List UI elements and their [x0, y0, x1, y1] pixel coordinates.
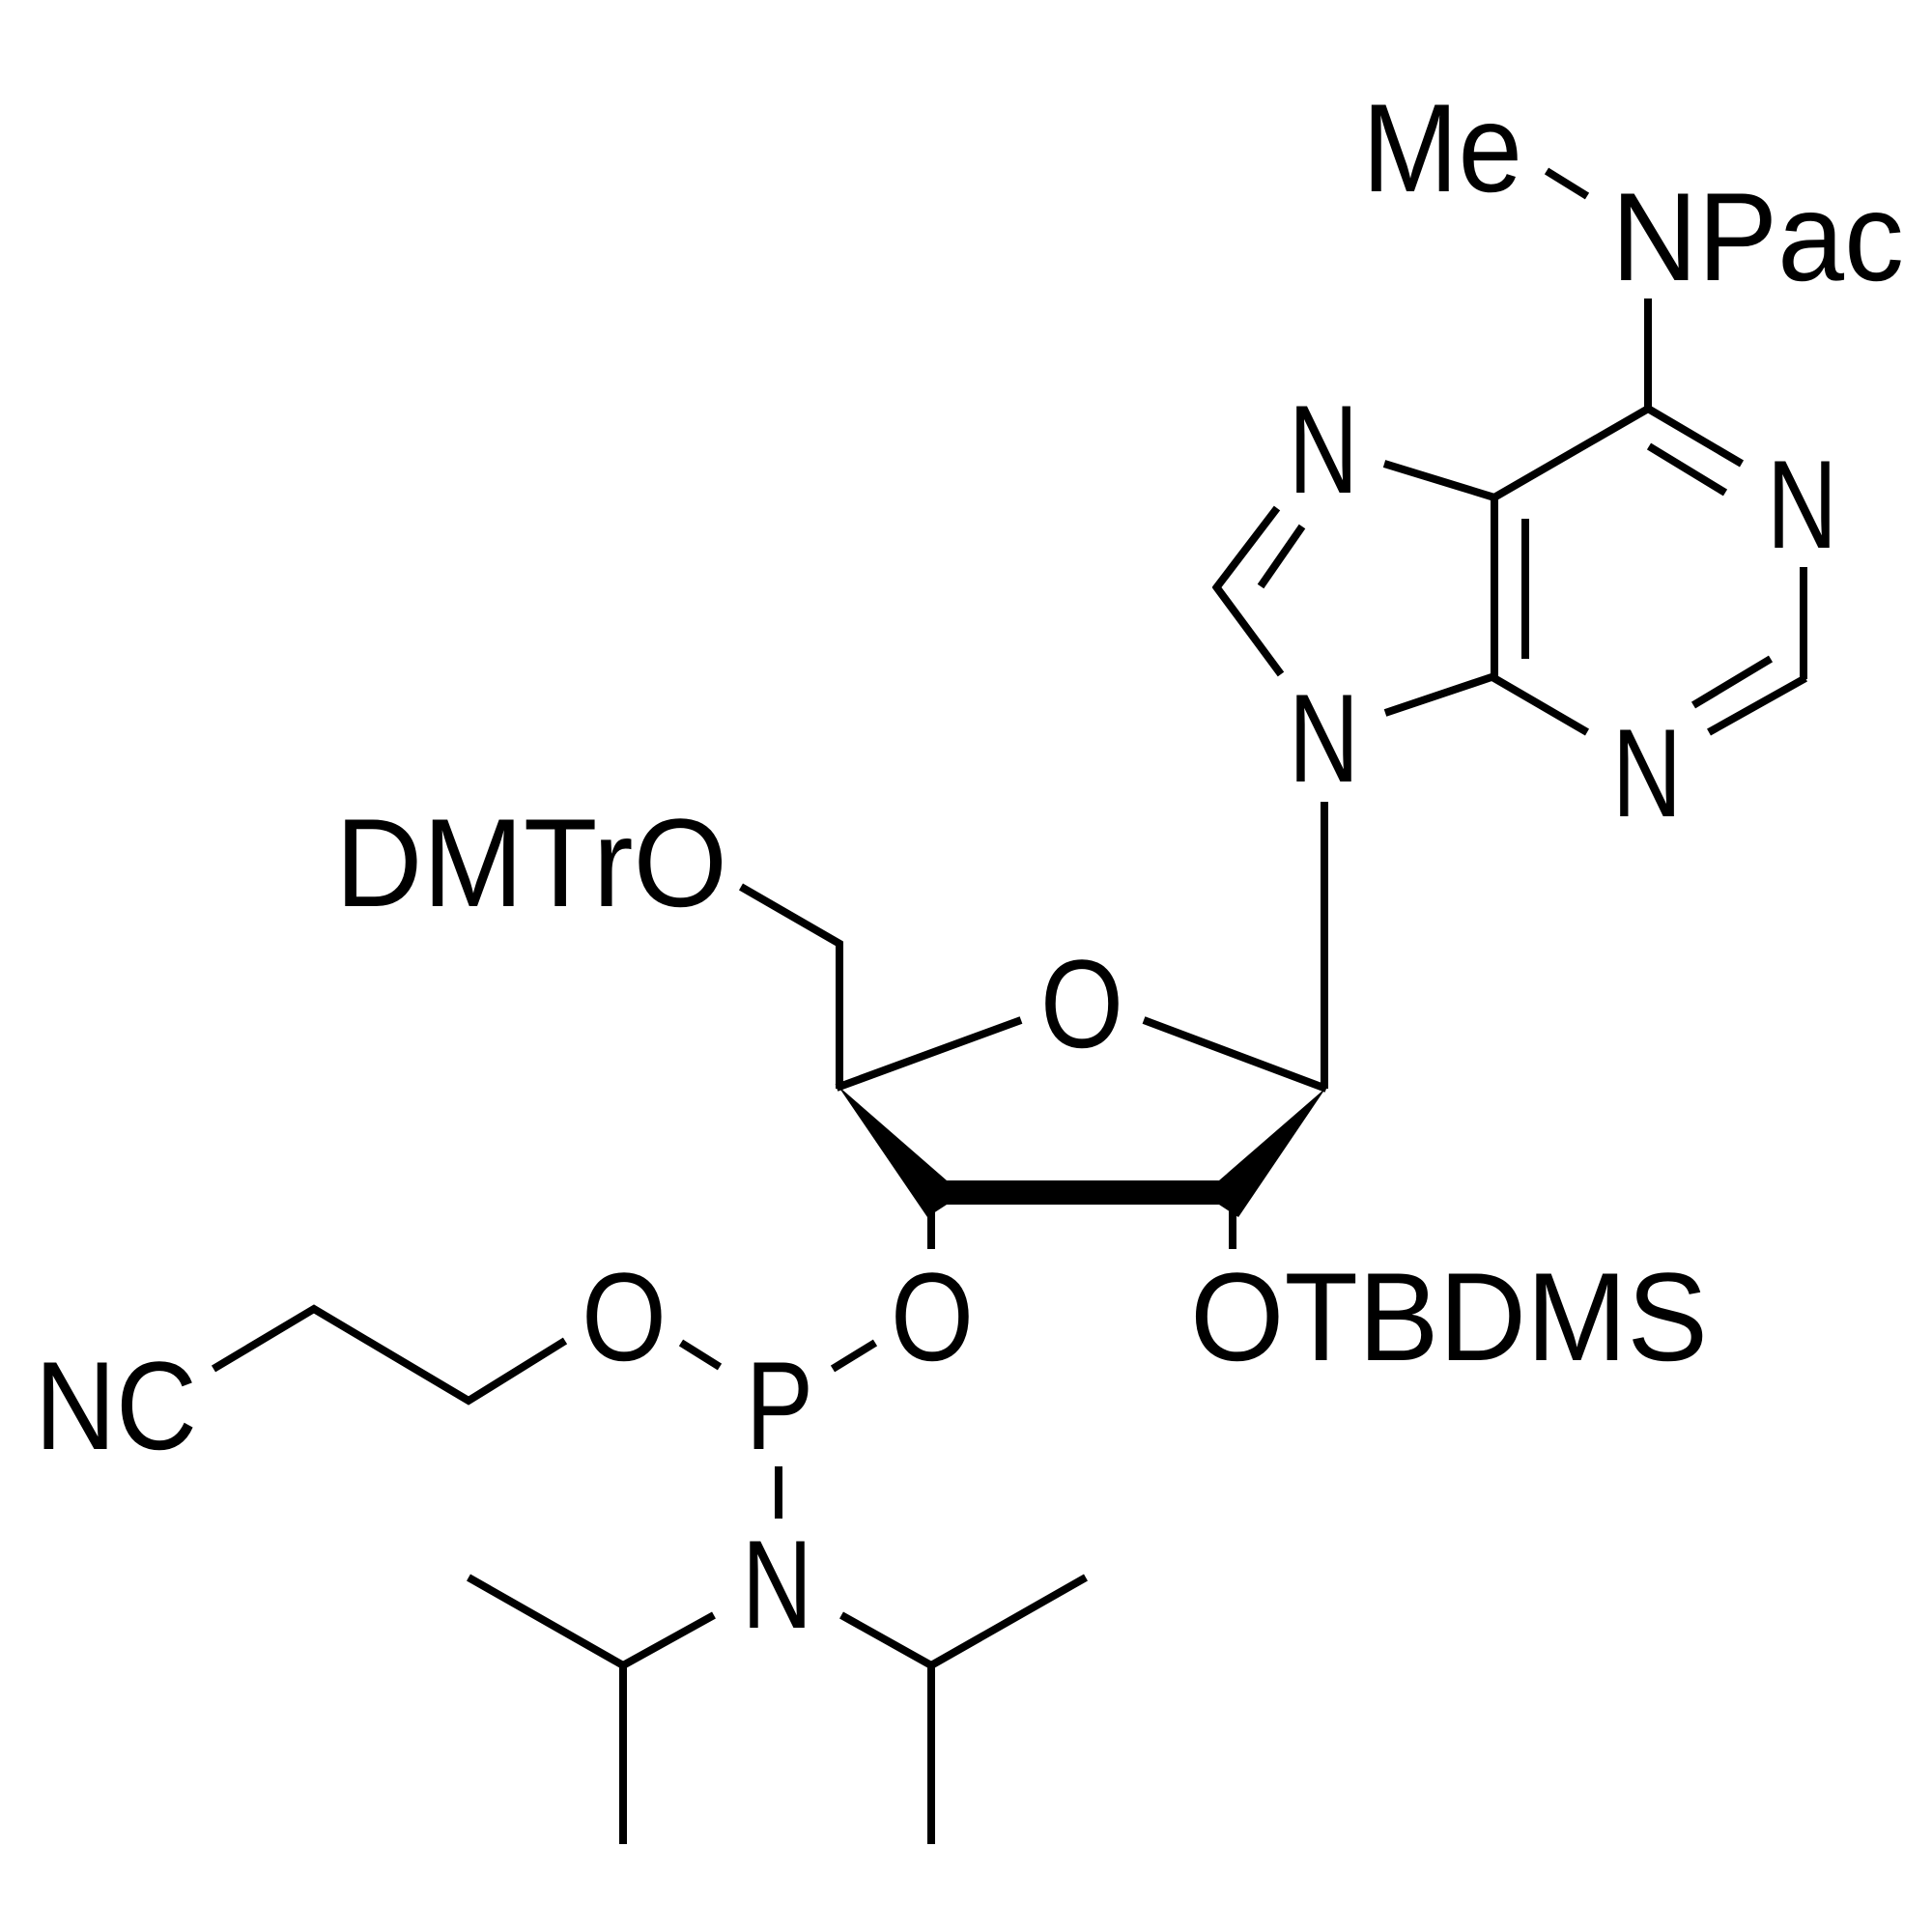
atom-label-o-cyanoethyl: O	[582, 1246, 667, 1387]
bond-p-o-cyanoethyl	[678, 1339, 723, 1371]
bond-n3-c4	[1490, 673, 1590, 736]
n6-substituents: Me NPac	[1362, 77, 1904, 409]
bond-me-n6	[1544, 167, 1590, 200]
atom-label-otbdms: OTBDMS	[1190, 1246, 1708, 1387]
bond-c6-n1-inner	[1646, 442, 1728, 497]
atom-label-n7: N	[1289, 379, 1358, 520]
bond-c5-c6	[1491, 404, 1652, 502]
isopropyl-right	[839, 1574, 1088, 1670]
bond-o5-c5prime	[739, 883, 843, 949]
atom-label-dmtro: DMTrO	[335, 792, 727, 933]
bond-n7-c8	[1211, 505, 1281, 592]
bond-c4prime-o4prime	[835, 1016, 1023, 1092]
atom-label-n3: N	[1612, 702, 1682, 843]
atom-label-nc: NC	[35, 1335, 197, 1476]
ribose-ring: DMTrO O OTBDMS	[335, 792, 1708, 1387]
isopropyl-left	[467, 1574, 716, 1670]
purine-ring: N N N N	[1211, 379, 1837, 843]
atom-label-n9: N	[1289, 668, 1359, 809]
bond-c5-n7	[1382, 460, 1496, 501]
bold-bond-c3prime-c2prime	[929, 1180, 1238, 1205]
bond-c2-n3	[1707, 674, 1807, 736]
bond-o3prime-p	[830, 1339, 878, 1373]
phosphoramidite: O P O NC N	[35, 1246, 1088, 1844]
cyanoethyl-chain	[211, 1304, 568, 1406]
atom-label-me: Me	[1362, 77, 1522, 218]
bond-n7-c8-inner	[1257, 524, 1306, 589]
bond-c6-n1	[1645, 405, 1745, 468]
bond-c2-n3-inner	[1690, 655, 1774, 709]
atom-label-n-amine: N	[742, 1514, 812, 1655]
atom-label-p: P	[746, 1335, 813, 1476]
atom-label-n1: N	[1767, 434, 1837, 575]
atom-label-npac: NPac	[1611, 166, 1904, 307]
wedge-c1prime-c2prime	[1219, 1086, 1327, 1217]
bond-o4prime-c1prime	[1142, 1016, 1328, 1093]
wedge-c4prime-c3prime	[837, 1084, 947, 1217]
atom-label-o4prime: O	[1040, 933, 1123, 1074]
atom-label-o3prime: O	[891, 1246, 974, 1387]
bond-n9-c4	[1383, 672, 1496, 717]
bond-c8-n9	[1211, 582, 1285, 677]
